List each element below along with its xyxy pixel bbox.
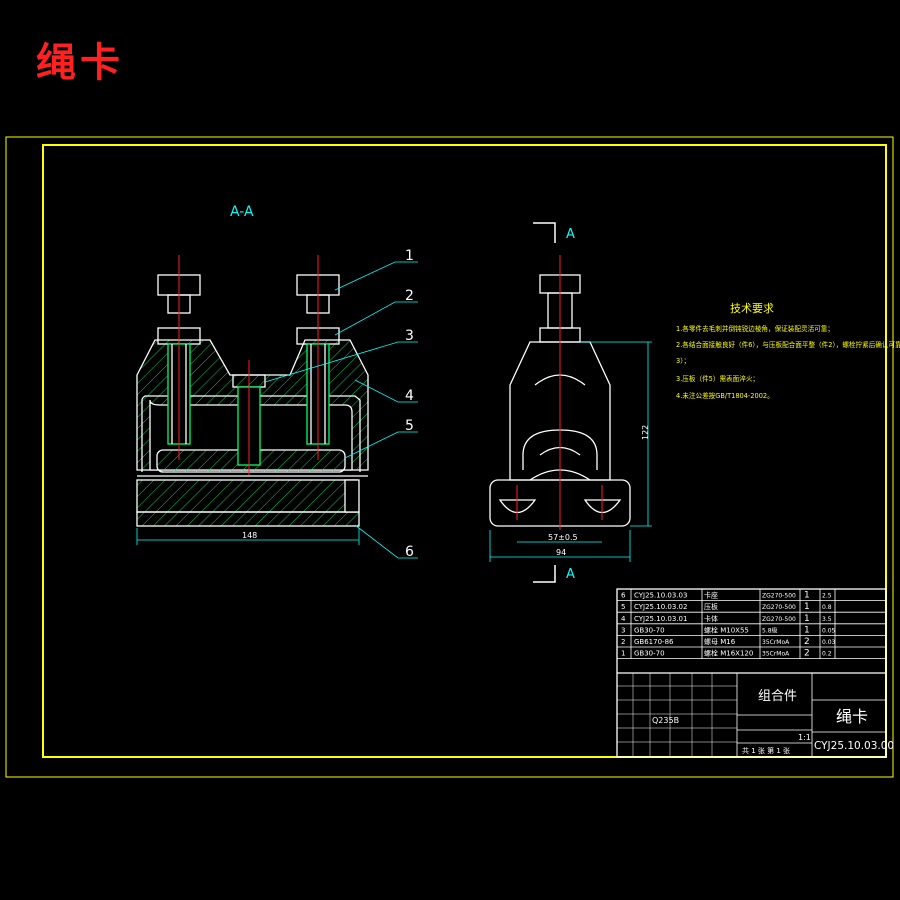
tech-req-line-1: 1.各零件去毛刺并倒钝锐边棱角，保证装配灵活可靠； — [676, 324, 834, 333]
tech-req-line-5: 4.未注公差按GB/T1804-2002。 — [676, 391, 774, 400]
bom-cell-code: CYJ25.10.03.03 — [634, 592, 687, 600]
bom-cell-qty: 1 — [804, 625, 810, 635]
bom-cell-wt: 0.03 — [822, 639, 836, 646]
bom-cell-name: 螺栓 M16X120 — [704, 649, 753, 658]
outer-frame — [5, 136, 894, 778]
tech-requirements: 技术要求 1.各零件去毛刺并倒钝锐边棱角，保证装配灵活可靠； 2.各结合面接触良… — [676, 302, 900, 400]
side-view: A A 57±0.5 94 122 — [489, 222, 652, 583]
cut-label-top: A — [566, 227, 575, 242]
tech-req-line-3: 3）； — [676, 357, 690, 365]
bom-cell-material: 5.8级 — [762, 626, 778, 634]
bom-cell-material: 35CrMoA — [762, 651, 790, 658]
bom-cell-name: 螺母 M16 — [704, 637, 736, 646]
bom-cell-no: 6 — [621, 592, 626, 600]
bom-cell-material: ZG270-500 — [762, 604, 796, 611]
title-assembly: 组合件 — [758, 689, 797, 704]
callout-3: 3 — [405, 328, 414, 344]
bom-cell-material: ZG270-500 — [762, 593, 796, 600]
bom-cell-name: 卡体 — [704, 614, 718, 623]
dim-width-left: 148 — [242, 531, 257, 540]
title-drawing-no: CYJ25.10.03.00 — [814, 740, 894, 752]
callout-5: 5 — [405, 418, 414, 434]
sheet-title: 绳卡 — [36, 39, 124, 86]
bom-cell-wt: 0.05 — [822, 627, 836, 634]
bom-cell-qty: 1 — [804, 602, 810, 612]
bom-cell-name: 压板 — [704, 602, 718, 611]
bom-cell-name: 卡座 — [704, 591, 718, 600]
dim-width-right: 94 — [556, 548, 566, 557]
dim-height: 122 — [641, 425, 650, 440]
bom-cell-no: 5 — [621, 603, 625, 611]
cut-label-bottom: A — [566, 567, 575, 582]
section-label: A-A — [230, 204, 254, 220]
base-plate — [136, 479, 358, 513]
title-sheet: 共 1 张 第 1 张 — [742, 746, 790, 755]
bom-cell-wt: 0.2 — [822, 651, 832, 658]
bom-cell-no: 2 — [621, 638, 625, 646]
bom-cell-code: CYJ25.10.03.02 — [634, 603, 687, 611]
bom-cell-code: CYJ25.10.03.01 — [634, 615, 687, 623]
bom-cell-code: GB6170-86 — [634, 638, 674, 646]
title-scale: 1:1 — [798, 733, 811, 742]
bom-cell-no: 3 — [621, 626, 625, 634]
bom-cell-code: GB30-70 — [634, 650, 665, 658]
bom-cell-qty: 2 — [804, 637, 810, 647]
bom-cell-code: GB30-70 — [634, 626, 665, 634]
bom-cell-qty: 1 — [804, 614, 810, 624]
section-view-aa: A-A — [136, 204, 369, 545]
tech-req-line-4: 3.压板（件5）需表面淬火； — [676, 374, 759, 383]
bom-cell-wt: 3.5 — [822, 616, 832, 623]
callout-6: 6 — [405, 544, 414, 560]
bom-cell-name: 螺栓 M10X55 — [704, 625, 749, 634]
bom-cell-no: 4 — [621, 615, 626, 623]
bom-cell-wt: 2.5 — [822, 593, 832, 600]
title-material: Q235B — [652, 716, 679, 725]
title-block — [616, 588, 887, 758]
tech-req-heading: 技术要求 — [730, 302, 774, 315]
bom-cell-material: 35CrMoA — [762, 639, 790, 646]
dim-slot: 57±0.5 — [548, 533, 578, 542]
bom-cell-qty: 1 — [804, 591, 810, 601]
tech-req-line-2: 2.各结合面接触良好（件6），与压板配合面平整（件2），螺栓拧紧后确认可靠（件 — [676, 340, 900, 349]
inner-frame — [42, 144, 887, 758]
bom-cell-material: ZG270-500 — [762, 616, 796, 623]
bom-cell-wt: 0.8 — [822, 604, 832, 611]
bom-cell-no: 1 — [621, 650, 625, 658]
bom-cell-qty: 2 — [804, 649, 810, 659]
callout-1: 1 — [405, 248, 414, 264]
callout-2: 2 — [405, 288, 414, 304]
title-name: 绳卡 — [836, 707, 868, 726]
callout-4: 4 — [405, 388, 414, 404]
callouts — [264, 261, 418, 559]
